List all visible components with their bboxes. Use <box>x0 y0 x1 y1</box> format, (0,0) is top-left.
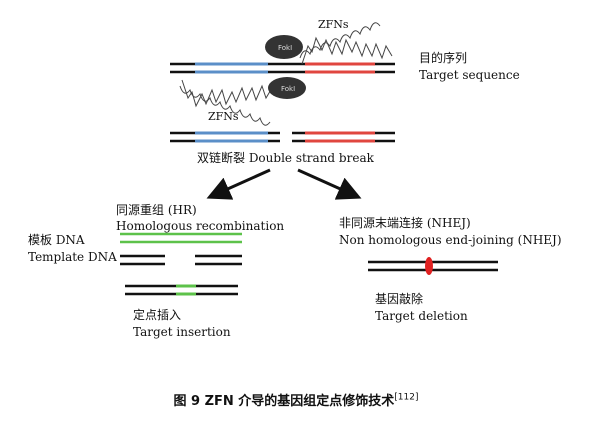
hr-template <box>120 232 242 244</box>
target-sequence-cn: 目的序列 <box>419 51 468 65</box>
zfn-fingers-lower <box>179 79 273 126</box>
foki-bottom-icon <box>268 77 306 99</box>
target-sequence-en: Target sequence <box>419 68 520 82</box>
dsb-dna <box>170 131 395 143</box>
foki-bottom-text: FokI <box>281 85 295 93</box>
arrow-hr <box>206 168 271 200</box>
hr-broken-dna <box>120 254 242 266</box>
insertion-cn-label: 定点插入 <box>133 308 182 322</box>
deletion-mark <box>425 257 433 275</box>
figure-caption: 图 9 ZFN 介导的基因组定点修饰技术[112] <box>0 390 592 409</box>
nhej-result <box>368 257 498 275</box>
caption-text: 图 9 ZFN 介导的基因组定点修饰技术 <box>173 394 395 409</box>
hr-en-label: Homologous recombination <box>116 219 285 233</box>
hr-insertion-result <box>125 284 238 296</box>
arrow-nhej <box>297 168 362 200</box>
zfns-top-label: ZFNs <box>318 18 349 31</box>
zfn-fingers-upper <box>299 22 393 65</box>
foki-top-text: FokI <box>278 44 292 52</box>
dsb-label: 双链断裂 Double strand break <box>197 151 374 165</box>
foki-top-icon <box>265 35 303 59</box>
nhej-cn-label: 非同源末端连接 (NHEJ) <box>339 216 471 230</box>
insertion-en-label: Target insertion <box>133 325 231 339</box>
zfns-bottom-label: ZFNs <box>208 110 239 123</box>
deletion-en-label: Target deletion <box>375 309 468 323</box>
template-cn-label: 模板 DNA <box>28 233 85 247</box>
template-en-label: Template DNA <box>28 250 117 264</box>
hr-cn-label: 同源重组 (HR) <box>116 203 197 217</box>
target-dna <box>170 62 395 74</box>
caption-ref: [112] <box>394 392 419 403</box>
deletion-cn-label: 基因敲除 <box>375 292 424 306</box>
nhej-en-label: Non homologous end-joining (NHEJ) <box>339 233 562 247</box>
